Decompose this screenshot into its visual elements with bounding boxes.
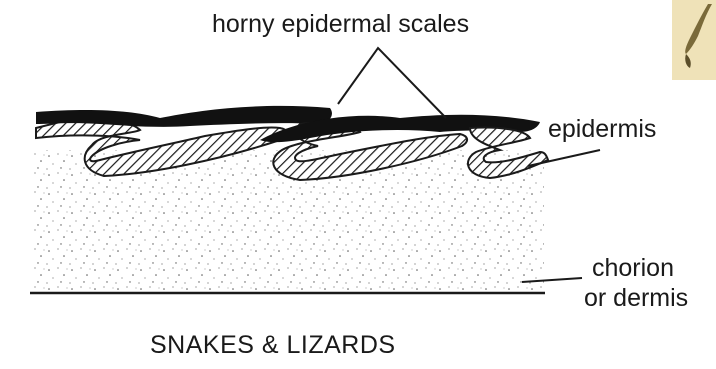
thumbnail-figure-icon: [672, 0, 716, 80]
label-horny-epidermal-scales: horny epidermal scales: [212, 10, 469, 38]
horny-scales-pointer: [338, 48, 446, 118]
label-epidermis: epidermis: [548, 115, 656, 143]
label-chorion: chorion: [592, 254, 674, 282]
thumbnail-image: [672, 0, 716, 80]
diagram-title: SNAKES & LIZARDS: [150, 331, 396, 359]
label-or-dermis: or dermis: [584, 284, 688, 312]
